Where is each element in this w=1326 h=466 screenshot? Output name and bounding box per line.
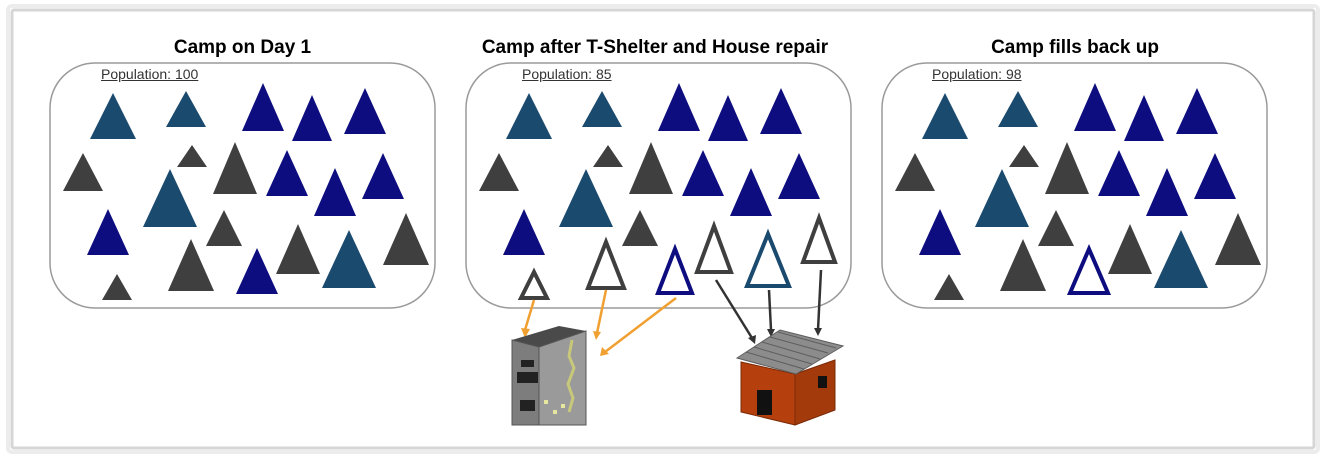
tent-triangle-icon — [236, 248, 278, 294]
tent-triangle-icon — [593, 145, 623, 167]
tent-triangle-icon — [292, 95, 332, 141]
panel-title-fills-back: Camp fills back up — [991, 37, 1159, 58]
outer-border-shadow — [6, 4, 1320, 454]
tent-triangle-icon — [1045, 142, 1089, 194]
arrowhead — [748, 335, 756, 344]
arrowhead — [814, 328, 822, 336]
arrow-to-house-2 — [767, 289, 773, 331]
arrow-to-tshelter-1 — [523, 299, 536, 331]
tent-triangle-icon — [895, 153, 935, 191]
arrowhead — [521, 328, 530, 338]
tent-triangle-icon — [314, 168, 356, 216]
tent-triangle-icon — [90, 93, 136, 139]
tent-triangle-icon — [1215, 213, 1261, 265]
tent-triangle-icon — [383, 213, 429, 265]
tent-triangle-icon — [506, 93, 552, 139]
population-label-after-repair: Population: 85 — [522, 66, 612, 82]
panel-title-day1: Camp on Day 1 — [173, 37, 312, 58]
outlined-tent-icon — [694, 220, 734, 274]
outlined-tent-icon — [1066, 243, 1112, 295]
population-label-fills-back: Population: 98 — [932, 66, 1022, 82]
tent-triangle-icon — [1146, 168, 1188, 216]
t-shelter-icon — [511, 326, 587, 426]
tent-triangle-icon — [362, 153, 404, 199]
tent-triangle-icon — [102, 274, 132, 300]
tent-triangle-icon — [143, 169, 197, 227]
tent-triangle-icon — [213, 142, 257, 194]
tent-triangle-icon — [1074, 83, 1116, 131]
tent-triangle-icon — [1009, 145, 1039, 167]
tent-triangle-icon — [778, 153, 820, 199]
tent-triangle-icon — [242, 83, 284, 131]
arrow-to-house-1 — [714, 279, 754, 339]
tent-triangle-icon — [1038, 210, 1074, 246]
tent-triangle-icon — [919, 209, 961, 255]
tent-triangle-icon — [1176, 88, 1218, 134]
repaired-house-icon — [735, 329, 845, 426]
outlined-tent-icon — [655, 243, 695, 295]
tent-triangle-icon — [166, 91, 206, 127]
outlined-tent-icon — [517, 267, 551, 300]
tent-triangle-icon — [168, 239, 214, 291]
arrows-layer — [521, 269, 823, 356]
tent-triangle-icon — [582, 91, 622, 127]
tent-triangle-icon — [276, 224, 320, 274]
arrowhead — [593, 331, 601, 340]
tent-triangle-icon — [63, 153, 103, 191]
tent-triangle-icon — [682, 150, 724, 196]
tent-triangle-icon — [559, 169, 613, 227]
tent-triangle-icon — [1098, 150, 1140, 196]
tent-triangle-icon — [629, 142, 673, 194]
tent-triangle-icon — [479, 153, 519, 191]
arrow-to-house-3 — [816, 269, 823, 331]
tent-triangle-icon — [922, 93, 968, 139]
arrow-to-tshelter-2 — [595, 289, 608, 334]
tents-layer — [63, 83, 1261, 300]
outlined-tent-icon — [744, 228, 792, 288]
tent-triangle-icon — [1124, 95, 1164, 141]
population-label-day1: Population: 100 — [101, 66, 199, 82]
arrowhead — [600, 347, 609, 356]
tent-triangle-icon — [266, 150, 308, 196]
panel-title-after-repair: Camp after T-Shelter and House repair — [481, 37, 829, 58]
tent-triangle-icon — [503, 209, 545, 255]
tent-triangle-icon — [1154, 230, 1208, 288]
tent-triangle-icon — [177, 145, 207, 167]
tent-triangle-icon — [760, 88, 802, 134]
tent-triangle-icon — [658, 83, 700, 131]
tent-triangle-icon — [1108, 224, 1152, 274]
tent-triangle-icon — [998, 91, 1038, 127]
tent-triangle-icon — [206, 210, 242, 246]
arrowhead — [767, 329, 775, 337]
tent-triangle-icon — [934, 274, 964, 300]
tent-triangle-icon — [87, 209, 129, 255]
outlined-tent-icon — [585, 236, 627, 290]
tent-triangle-icon — [975, 169, 1029, 227]
arrow-to-tshelter-3 — [604, 297, 677, 353]
tent-triangle-icon — [1194, 153, 1236, 199]
tent-triangle-icon — [1000, 239, 1046, 291]
tent-triangle-icon — [730, 168, 772, 216]
outlined-tent-icon — [800, 212, 838, 264]
tent-triangle-icon — [708, 95, 748, 141]
tent-triangle-icon — [622, 210, 658, 246]
tent-triangle-icon — [344, 88, 386, 134]
tent-triangle-icon — [322, 230, 376, 288]
